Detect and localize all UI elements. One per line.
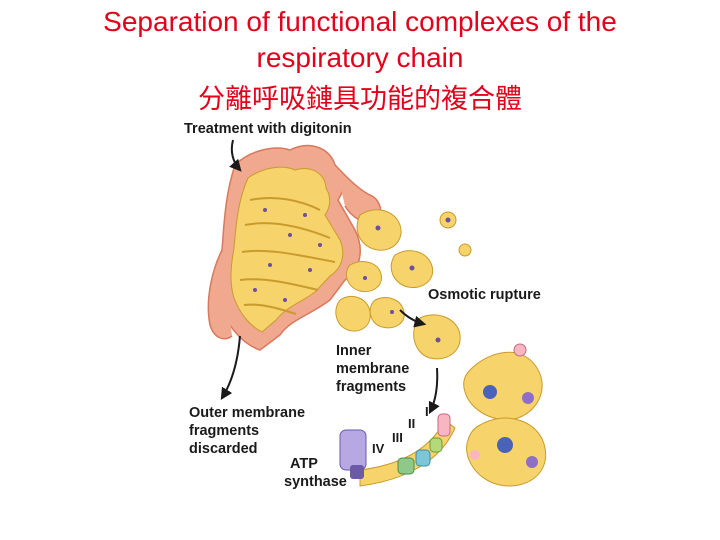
label-atp-line-2: synthase <box>284 474 347 490</box>
inner-membrane-vesicle <box>463 351 543 421</box>
matrix <box>230 166 344 333</box>
vesicle <box>335 296 371 332</box>
complex-i <box>437 413 451 437</box>
respiratory-complex-particles <box>470 343 538 468</box>
label-complex-iii: III <box>392 430 403 445</box>
atp-synthase <box>339 429 367 479</box>
label-outer-line-2: fragments <box>189 423 260 439</box>
particle-dots <box>363 217 451 343</box>
label-outer-line-1: Outer membrane <box>189 405 306 421</box>
label-treatment-text: Treatment with digitonin <box>184 121 352 137</box>
label-inner-line-1: Inner <box>336 343 372 359</box>
inner-membrane-segment <box>339 413 456 487</box>
arrow-treatment <box>229 139 242 172</box>
complex-ii <box>429 437 443 453</box>
cristae-fold <box>249 197 321 211</box>
cristae-fold <box>244 222 331 239</box>
label-outer-line-3: discarded <box>189 441 258 457</box>
label-complex-i: I <box>425 404 429 419</box>
vesicle <box>458 243 472 257</box>
label-inner-line-2: membrane <box>336 361 410 377</box>
title-line-2: respiratory chain <box>256 42 464 73</box>
complex-iv <box>397 457 415 475</box>
vesicle <box>413 314 461 360</box>
complex-iii <box>415 449 431 467</box>
label-treatment: Treatment with digitonin <box>184 120 352 138</box>
cristae-fold <box>241 249 336 263</box>
title-line-1: Separation of functional complexes of th… <box>103 6 617 37</box>
inner-membrane-fragments <box>463 343 547 487</box>
cristae-fold <box>243 303 297 315</box>
arrow-osmotic <box>399 309 427 328</box>
label-osmotic-rupture: Osmotic rupture <box>428 286 541 304</box>
particle-dots <box>253 208 322 302</box>
arrow-inner-fragments <box>428 367 440 415</box>
label-outer-membrane-discarded: Outer membrane fragments discarded <box>189 404 305 458</box>
arrow-outer-discarded <box>220 335 241 401</box>
label-osmotic-text: Osmotic rupture <box>428 287 541 303</box>
label-atp-line-1: ATP <box>290 456 318 472</box>
title-chinese: 分離呼吸鏈具功能的複合體 <box>198 84 522 115</box>
label-atp-synthase: ATP synthase <box>284 455 347 491</box>
vesicle <box>369 297 405 329</box>
label-complex-iv: IV <box>372 441 385 456</box>
label-inner-line-3: fragments <box>336 379 407 395</box>
label-complex-ii: II <box>408 416 416 431</box>
label-inner-membrane-fragments: Inner membrane fragments <box>336 342 409 396</box>
cristae-fold <box>239 278 319 291</box>
outer-membrane-flap <box>207 249 233 340</box>
mitochondrion-fragment <box>207 144 382 351</box>
